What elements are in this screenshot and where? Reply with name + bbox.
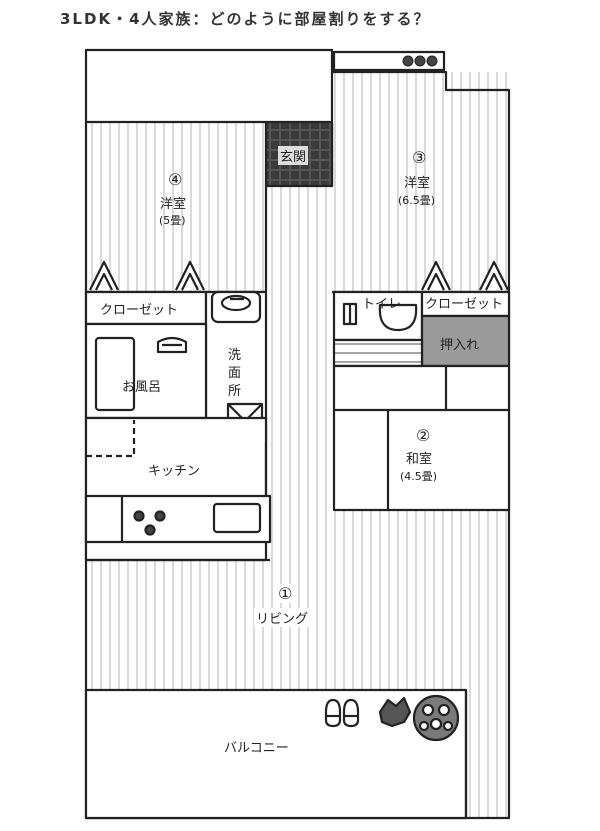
living-name: リビング <box>254 608 311 627</box>
kitchen-sink <box>212 502 262 534</box>
closet-right <box>420 290 511 318</box>
room4-size: (5畳) <box>159 214 186 227</box>
washroom-label-1: 洗 <box>228 348 242 363</box>
toilet-stair <box>332 338 424 368</box>
floor-room3 <box>334 72 509 292</box>
washroom-label-3: 所 <box>228 384 242 399</box>
fridge-space <box>86 420 136 458</box>
washroom-label-2: 面 <box>228 366 242 381</box>
slipper-right <box>342 698 360 728</box>
closet-left-label: クローゼット <box>100 303 179 318</box>
room2-name: 和室 <box>406 452 433 467</box>
kitchen-label: キッチン <box>148 464 201 479</box>
slipper-left <box>324 698 342 728</box>
room4-name: 洋室 <box>160 197 187 212</box>
room2-size: (4.5畳) <box>400 470 438 483</box>
bathtub <box>94 336 136 412</box>
balcony-label: バルコニー <box>224 741 289 756</box>
room4-number: ④ <box>168 170 183 189</box>
stove-burner <box>133 510 145 522</box>
room2-number: ② <box>416 426 431 445</box>
living-number: ① <box>276 584 295 603</box>
washitsu <box>332 364 511 512</box>
room3-name: 洋室 <box>404 176 431 191</box>
genkan-label: 玄関 <box>278 146 309 165</box>
floor-living-right <box>334 510 509 690</box>
plant-small <box>378 696 412 728</box>
oshiire <box>420 314 511 368</box>
toilet-label: トイレ <box>362 297 402 312</box>
room3-size: (6.5畳) <box>398 194 436 207</box>
bath-label: お風呂 <box>122 380 162 395</box>
plant-icon <box>402 55 414 67</box>
oshiire-label: 押入れ <box>440 338 480 353</box>
closet-right-label: クローゼット <box>425 297 504 312</box>
diagram-title: 3LDK・4人家族：どのように部屋割りをする？ <box>60 10 431 28</box>
floor-strip-right <box>466 690 509 818</box>
room3-number: ③ <box>412 148 427 167</box>
toilet-bowl <box>378 303 418 332</box>
floor-room4 <box>86 122 266 292</box>
bath <box>84 322 208 420</box>
